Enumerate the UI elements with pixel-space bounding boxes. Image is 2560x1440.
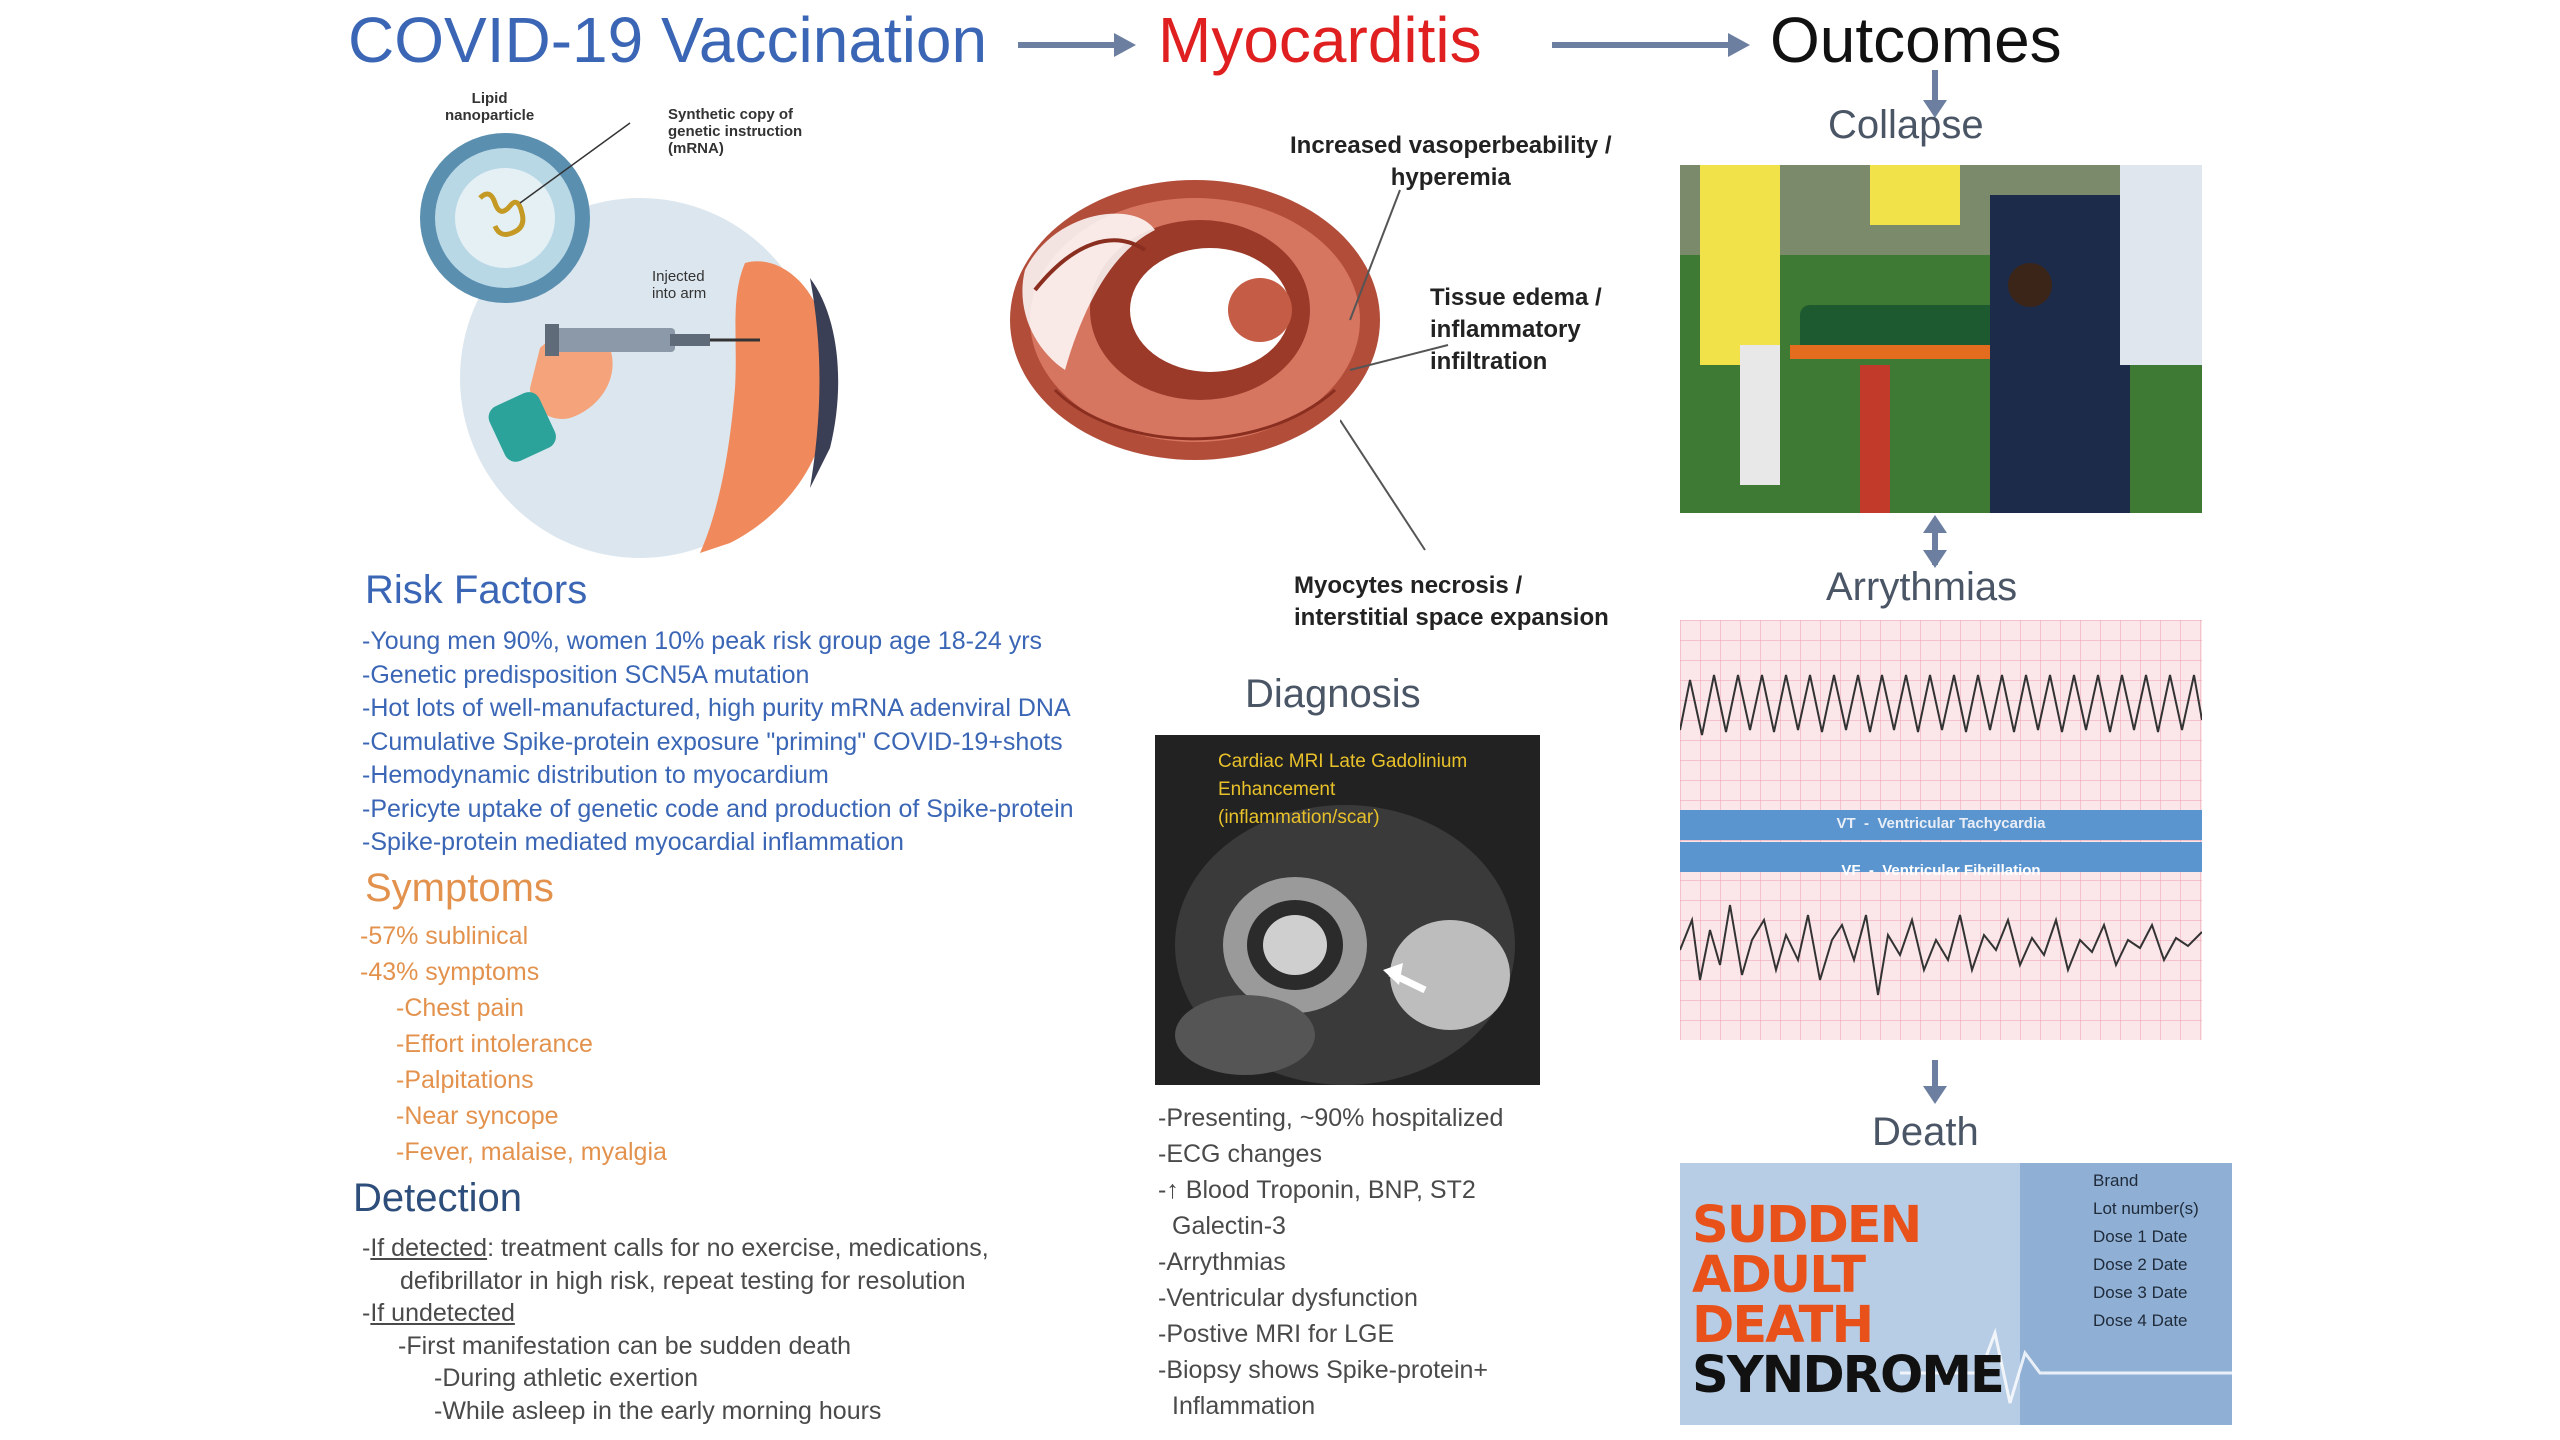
diagnosis-item: Galectin-3 [1172, 1212, 1286, 1240]
title-outcomes: Outcomes [1770, 4, 2062, 76]
ecg-image [1680, 620, 2202, 1040]
detection-asleep: -While asleep in the early morning hours [434, 1396, 882, 1425]
risk-factor-item: -Spike-protein mediated myocardial infla… [362, 828, 904, 856]
risk-factors-title: Risk Factors [365, 568, 588, 612]
arrow-collapse-arrythmias [1932, 525, 1938, 565]
sads-line: SYNDROME [1692, 1346, 2005, 1405]
mri-caption: Cardiac MRI Late Gadolinium Enhancement … [1218, 751, 1468, 828]
symptom-item: -43% symptoms [360, 958, 540, 986]
collapse-title: Collapse [1828, 103, 1984, 147]
symptom-item: -Palpitations [396, 1066, 534, 1094]
detection-athletic: -During athletic exertion [434, 1364, 699, 1392]
detection-if-detected: -If detected: treatment calls for no exe… [362, 1234, 989, 1262]
diagnosis-item: -Biopsy shows Spike-protein+ [1158, 1356, 1489, 1384]
risk-factor-item: -Young men 90%, women 10% peak risk grou… [362, 627, 1043, 655]
risk-factor-item: -Hot lots of well-manufactured, high pur… [362, 694, 1071, 722]
risk-factor-item: -Genetic predisposition SCN5A mutation [362, 660, 810, 689]
detection-title: Detection [353, 1176, 522, 1220]
risk-factor-item: -Hemodynamic distribution to myocardium [362, 761, 829, 789]
arrow-myo-to-outcomes [1552, 42, 1732, 48]
risk-factors-list: -Young men 90%, women 10% peak risk grou… [362, 625, 1074, 860]
title-covid-vaccination: COVID-19 Vaccination [348, 4, 988, 76]
sads-line: ADULT [1692, 1246, 1866, 1305]
sads-side-list: Brand Lot number(s) Dose 1 Date Dose 2 D… [2093, 1167, 2199, 1335]
sads-side-item: Dose 2 Date [2093, 1255, 2188, 1274]
collapse-photo [1680, 165, 2202, 513]
arrow-head-down-arrythmias [1923, 550, 1947, 568]
symptom-item: -Fever, malaise, myalgia [396, 1138, 667, 1166]
symptom-item: -Near syncope [396, 1102, 559, 1130]
detection-if-undetected: -If undetected [362, 1299, 515, 1327]
diagnosis-item: -Postive MRI for LGE [1158, 1320, 1395, 1348]
heart-leader-lines [1339, 140, 1450, 580]
arrow-head-outcomes-to-collapse [1923, 100, 1947, 118]
label-mrna: Synthetic copy of genetic instruction (m… [668, 106, 803, 157]
symptoms-title: Symptoms [365, 866, 554, 910]
arrow-head-vax-to-myo [1114, 33, 1136, 57]
diagnosis-list: -Presenting, ~90% hospitalized -ECG chan… [1158, 1100, 1503, 1424]
arrow-arrythmias-to-death [1932, 1060, 1938, 1090]
death-title: Death [1872, 1110, 1979, 1154]
diagnosis-item: Inflammation [1172, 1392, 1316, 1420]
arrow-outcomes-to-collapse [1932, 70, 1938, 106]
arrow-vax-to-myo [1018, 42, 1118, 48]
sads-side-item: Dose 3 Date [2093, 1283, 2188, 1302]
sads-side-item: Brand [2093, 1171, 2139, 1190]
label-tissue-edema: Tissue edema / inflammatory infiltration [1430, 284, 1602, 375]
detection-first-manifestation: -First manifestation can be sudden death [398, 1331, 852, 1360]
diagnosis-title: Diagnosis [1245, 672, 1421, 716]
cardiac-mri-image [1155, 735, 1540, 1085]
label-vasopermeability: Increased vasoperbeability / hyperemia [1290, 132, 1612, 191]
label-injected-into-arm: Injected into arm [652, 268, 707, 302]
symptom-item: -57% sublinical [360, 922, 529, 950]
sads-line: SUDDEN [1692, 1196, 1922, 1255]
heart-cross-section-image [995, 170, 1385, 480]
risk-factor-item: -Pericyte uptake of genetic code and pro… [362, 794, 1074, 823]
vt-label: VT - Ventricular Tachycardia [1836, 815, 2046, 832]
diagnosis-item: -Presenting, ~90% hospitalized [1158, 1104, 1504, 1132]
detection-if-detected-cont: defibrillator in high risk, repeat testi… [400, 1266, 966, 1295]
vaccine-illustration [400, 88, 860, 558]
diagnosis-item: -↑ Blood Troponin, BNP, ST2 [1158, 1176, 1476, 1204]
title-myocarditis: Myocarditis [1158, 4, 1482, 76]
label-lipid-nanoparticle: Lipid nanoparticle [445, 90, 535, 124]
symptom-item: -Chest pain [396, 994, 524, 1022]
symptoms-list: -57% sublinical -43% symptoms -Chest pai… [360, 918, 667, 1170]
symptom-item: -Effort intolerance [396, 1030, 593, 1058]
sads-text: SUDDEN ADULT DEATH SYNDROME [1692, 1196, 2005, 1405]
diagnosis-item: -ECG changes [1158, 1140, 1322, 1168]
arrow-head-myo-to-outcomes [1728, 33, 1750, 57]
diagnosis-item: -Ventricular dysfunction [1158, 1284, 1418, 1312]
diagnosis-item: -Arrythmias [1158, 1248, 1286, 1276]
detection-list: -If detected: treatment calls for no exe… [362, 1232, 989, 1427]
vf-label: VF - Ventricular Fibrillation [1841, 862, 2041, 879]
risk-factor-item: -Cumulative Spike-protein exposure "prim… [362, 727, 1063, 756]
sads-line: DEATH [1692, 1296, 1874, 1355]
arrow-head-up-collapse [1923, 515, 1947, 533]
label-myocyte-necrosis: Myocytes necrosis / interstitial space e… [1294, 572, 1609, 631]
sads-side-item: Dose 4 Date [2093, 1311, 2188, 1330]
arrythmias-title: Arrythmias [1826, 565, 2018, 609]
sads-side-item: Lot number(s) [2093, 1199, 2199, 1218]
sads-poster: SUDDEN ADULT DEATH SYNDROME Brand Lot nu… [1680, 1163, 2232, 1425]
arrow-head-arrythmias-to-death [1923, 1086, 1947, 1104]
sads-side-item: Dose 1 Date [2093, 1227, 2188, 1246]
